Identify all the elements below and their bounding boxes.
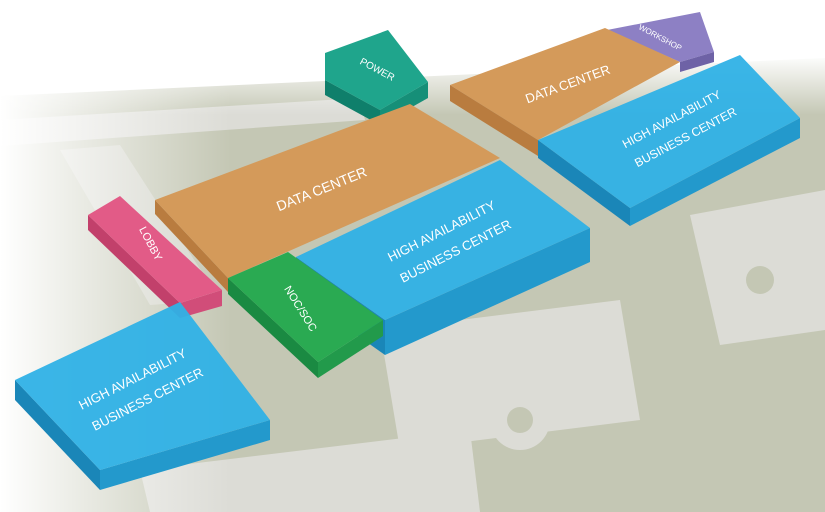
lobby-room-side: [88, 215, 180, 318]
noc-soc-room-top: [228, 252, 383, 362]
data-center-right-top: [450, 28, 680, 140]
lobby-room: LOBBY: [88, 196, 222, 318]
business-center-right-side: [538, 140, 630, 226]
business-center-center-front: [385, 228, 590, 355]
roundabout-bottom-center: [507, 407, 533, 433]
workshop-room-top: [607, 12, 714, 62]
business-center-left: HIGH AVAILABILITY BUSINESS CENTER: [15, 302, 270, 490]
data-center-main-side: [155, 200, 228, 292]
data-center-right: DATA CENTER: [450, 28, 680, 156]
business-center-center: HIGH AVAILABILITY BUSINESS CENTER: [296, 160, 590, 355]
noc-soc-room-front: [318, 320, 383, 378]
lobby-room-top: [88, 196, 222, 303]
road-bottom: [380, 300, 640, 450]
business-center-left-top: [15, 302, 270, 470]
business-center-left-side: [15, 380, 100, 490]
noc-soc-room-side: [228, 278, 318, 378]
business-center-center-top: [296, 160, 590, 320]
power-room-top: [325, 30, 428, 110]
data-center-main-top: [155, 104, 500, 278]
business-center-right-top: [538, 55, 800, 208]
data-center-right-side: [450, 85, 538, 156]
noc-soc-room: NOC/SOC: [228, 252, 383, 378]
business-center-left-front: [100, 420, 270, 490]
workshop-room-front: [680, 52, 714, 72]
lobby-room-front: [180, 290, 222, 318]
power-room-side: [325, 80, 380, 125]
data-center-main: DATA CENTER: [155, 104, 500, 292]
business-center-right-front: [630, 118, 800, 226]
roundabout-right-center: [746, 266, 774, 294]
